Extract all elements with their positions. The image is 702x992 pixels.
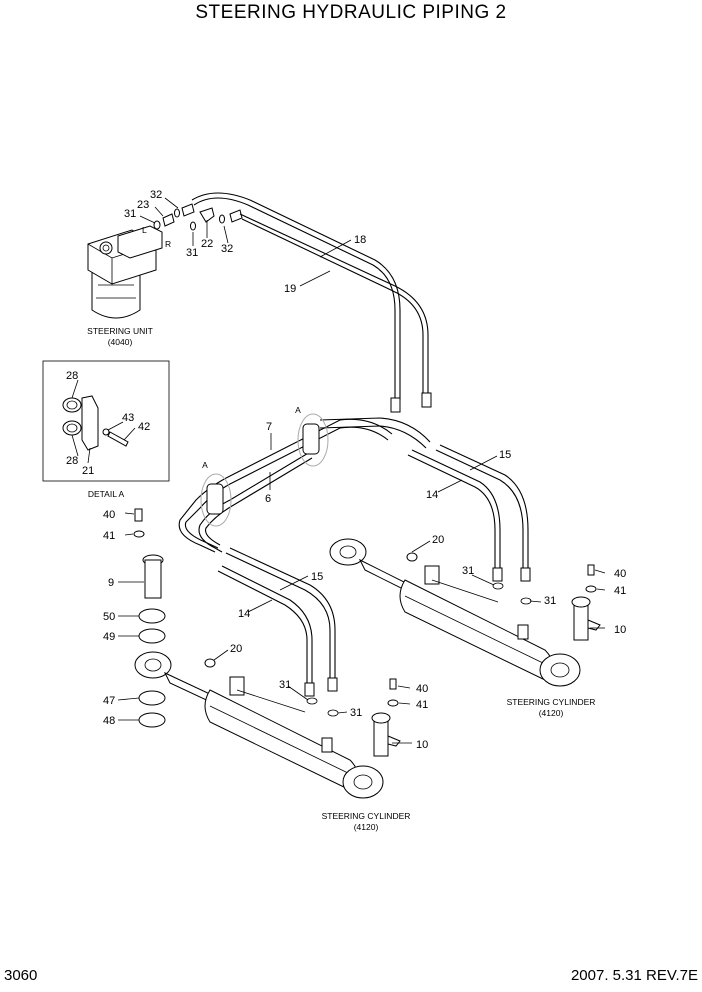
callout-19: 19 — [284, 283, 296, 295]
callout-6: 6 — [265, 493, 271, 505]
callout-20: 20 — [432, 534, 444, 546]
steering-unit-caption: STEERING UNIT — [87, 326, 153, 336]
callout-31: 31 — [544, 595, 556, 607]
callout-50: 50 — [103, 611, 115, 623]
callout-10: 10 — [614, 624, 626, 636]
callout-41: 41 — [103, 530, 115, 542]
callout-10: 10 — [416, 739, 428, 751]
leader-lines — [71, 197, 606, 744]
pin-assembly-right — [571, 564, 601, 641]
callout-22: 22 — [201, 238, 213, 250]
pin-assembly-left — [371, 678, 401, 757]
steering-cylinder-left — [134, 651, 384, 799]
callout-41: 41 — [614, 585, 626, 597]
cylinder-right-code: (4120) — [539, 708, 564, 718]
detail-marker-upper: A — [295, 405, 301, 415]
revision-stamp: 2007. 5.31 REV.7E — [571, 967, 698, 984]
callout-31: 31 — [279, 679, 291, 691]
hose-14-15-right — [407, 444, 531, 582]
pin-9-stack — [133, 508, 166, 728]
cylinder-left-caption: STEERING CYLINDER — [322, 811, 411, 821]
detail-a-box — [42, 360, 170, 482]
callout-20: 20 — [230, 643, 242, 655]
callout-41: 41 — [416, 699, 428, 711]
callout-32: 32 — [221, 243, 233, 255]
callout-31: 31 — [462, 565, 474, 577]
steering-unit-code: (4040) — [108, 337, 133, 347]
page-title: STEERING HYDRAULIC PIPING 2 — [195, 2, 506, 23]
callout-40: 40 — [103, 509, 115, 521]
callout-43: 43 — [122, 412, 134, 424]
callout-40: 40 — [614, 568, 626, 580]
callout-40: 40 — [416, 683, 428, 695]
callout-14: 14 — [426, 489, 438, 501]
callout-31: 31 — [350, 707, 362, 719]
callout-31: 31 — [124, 208, 136, 220]
callout-23: 23 — [137, 199, 149, 211]
callout-28: 28 — [66, 455, 78, 467]
callout-14: 14 — [238, 608, 250, 620]
port-r-label: R — [165, 239, 171, 249]
steering-unit-fittings — [153, 203, 243, 231]
detail-a-caption: DETAIL A — [88, 489, 125, 499]
hose-14-15-left — [217, 547, 338, 697]
callout-47: 47 — [103, 695, 115, 707]
callout-42: 42 — [138, 421, 150, 433]
callout-32: 32 — [150, 189, 162, 201]
cylinder-left-code: (4120) — [354, 822, 379, 832]
callout-9: 9 — [108, 577, 114, 589]
steering-unit — [87, 225, 163, 319]
tubes-6-7 — [178, 413, 431, 553]
hose-18-19 — [191, 192, 432, 413]
callout-31: 31 — [186, 247, 198, 259]
callout-49: 49 — [103, 631, 115, 643]
page-number: 3060 — [4, 967, 37, 984]
port-l-label: L — [142, 225, 147, 235]
detail-marker-lower: A — [202, 460, 208, 470]
callout-18: 18 — [354, 234, 366, 246]
callout-21: 21 — [82, 465, 94, 477]
cylinder-right-caption: STEERING CYLINDER — [507, 697, 596, 707]
callout-48: 48 — [103, 715, 115, 727]
detail-a-clamp — [62, 395, 129, 451]
callout-15: 15 — [311, 571, 323, 583]
callout-7: 7 — [266, 421, 272, 433]
callout-15: 15 — [499, 449, 511, 461]
callout-28: 28 — [66, 370, 78, 382]
steering-cylinder-right — [329, 538, 581, 687]
